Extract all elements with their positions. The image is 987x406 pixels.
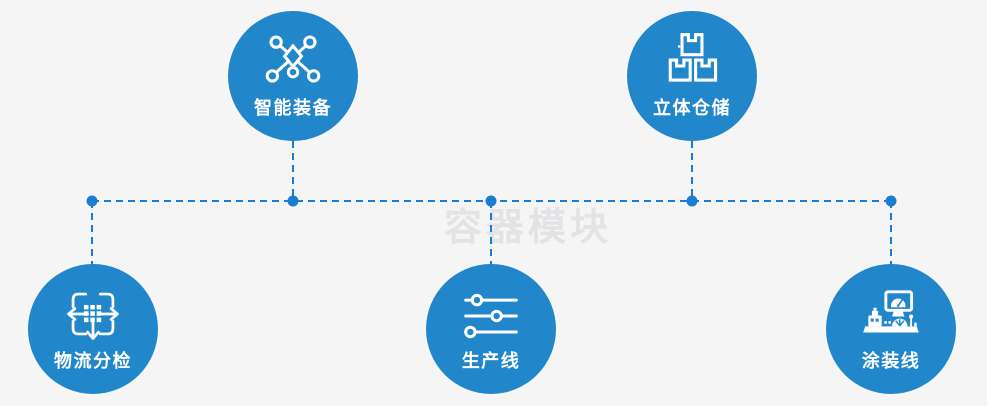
watermark-text: 容器模块	[444, 207, 613, 249]
node-painting-line[interactable]: 涂装线	[826, 264, 956, 394]
sliders-icon	[464, 293, 518, 339]
sorting-arrows-icon	[67, 292, 119, 340]
node-stereo-warehouse[interactable]: 立体仓储	[627, 11, 757, 141]
node-smart-equipment[interactable]: 智能装备	[228, 11, 358, 141]
node-label: 立体仓储	[653, 98, 731, 118]
stacked-boxes-icon	[668, 33, 718, 82]
node-label: 生产线	[461, 351, 521, 371]
junction-dot	[885, 195, 897, 207]
node-label: 涂装线	[861, 351, 921, 371]
node-production-line[interactable]: 生产线	[426, 264, 556, 394]
control-machine-icon	[863, 290, 919, 333]
network-nodes-icon	[265, 35, 321, 83]
junction-dot	[86, 195, 98, 207]
junction-dot	[287, 195, 299, 207]
junction-dot	[686, 195, 698, 207]
node-label: 智能装备	[254, 98, 332, 118]
node-logistics-sorting[interactable]: 物流分检	[28, 264, 158, 394]
node-label: 物流分检	[54, 351, 132, 371]
junction-dot	[485, 195, 497, 207]
